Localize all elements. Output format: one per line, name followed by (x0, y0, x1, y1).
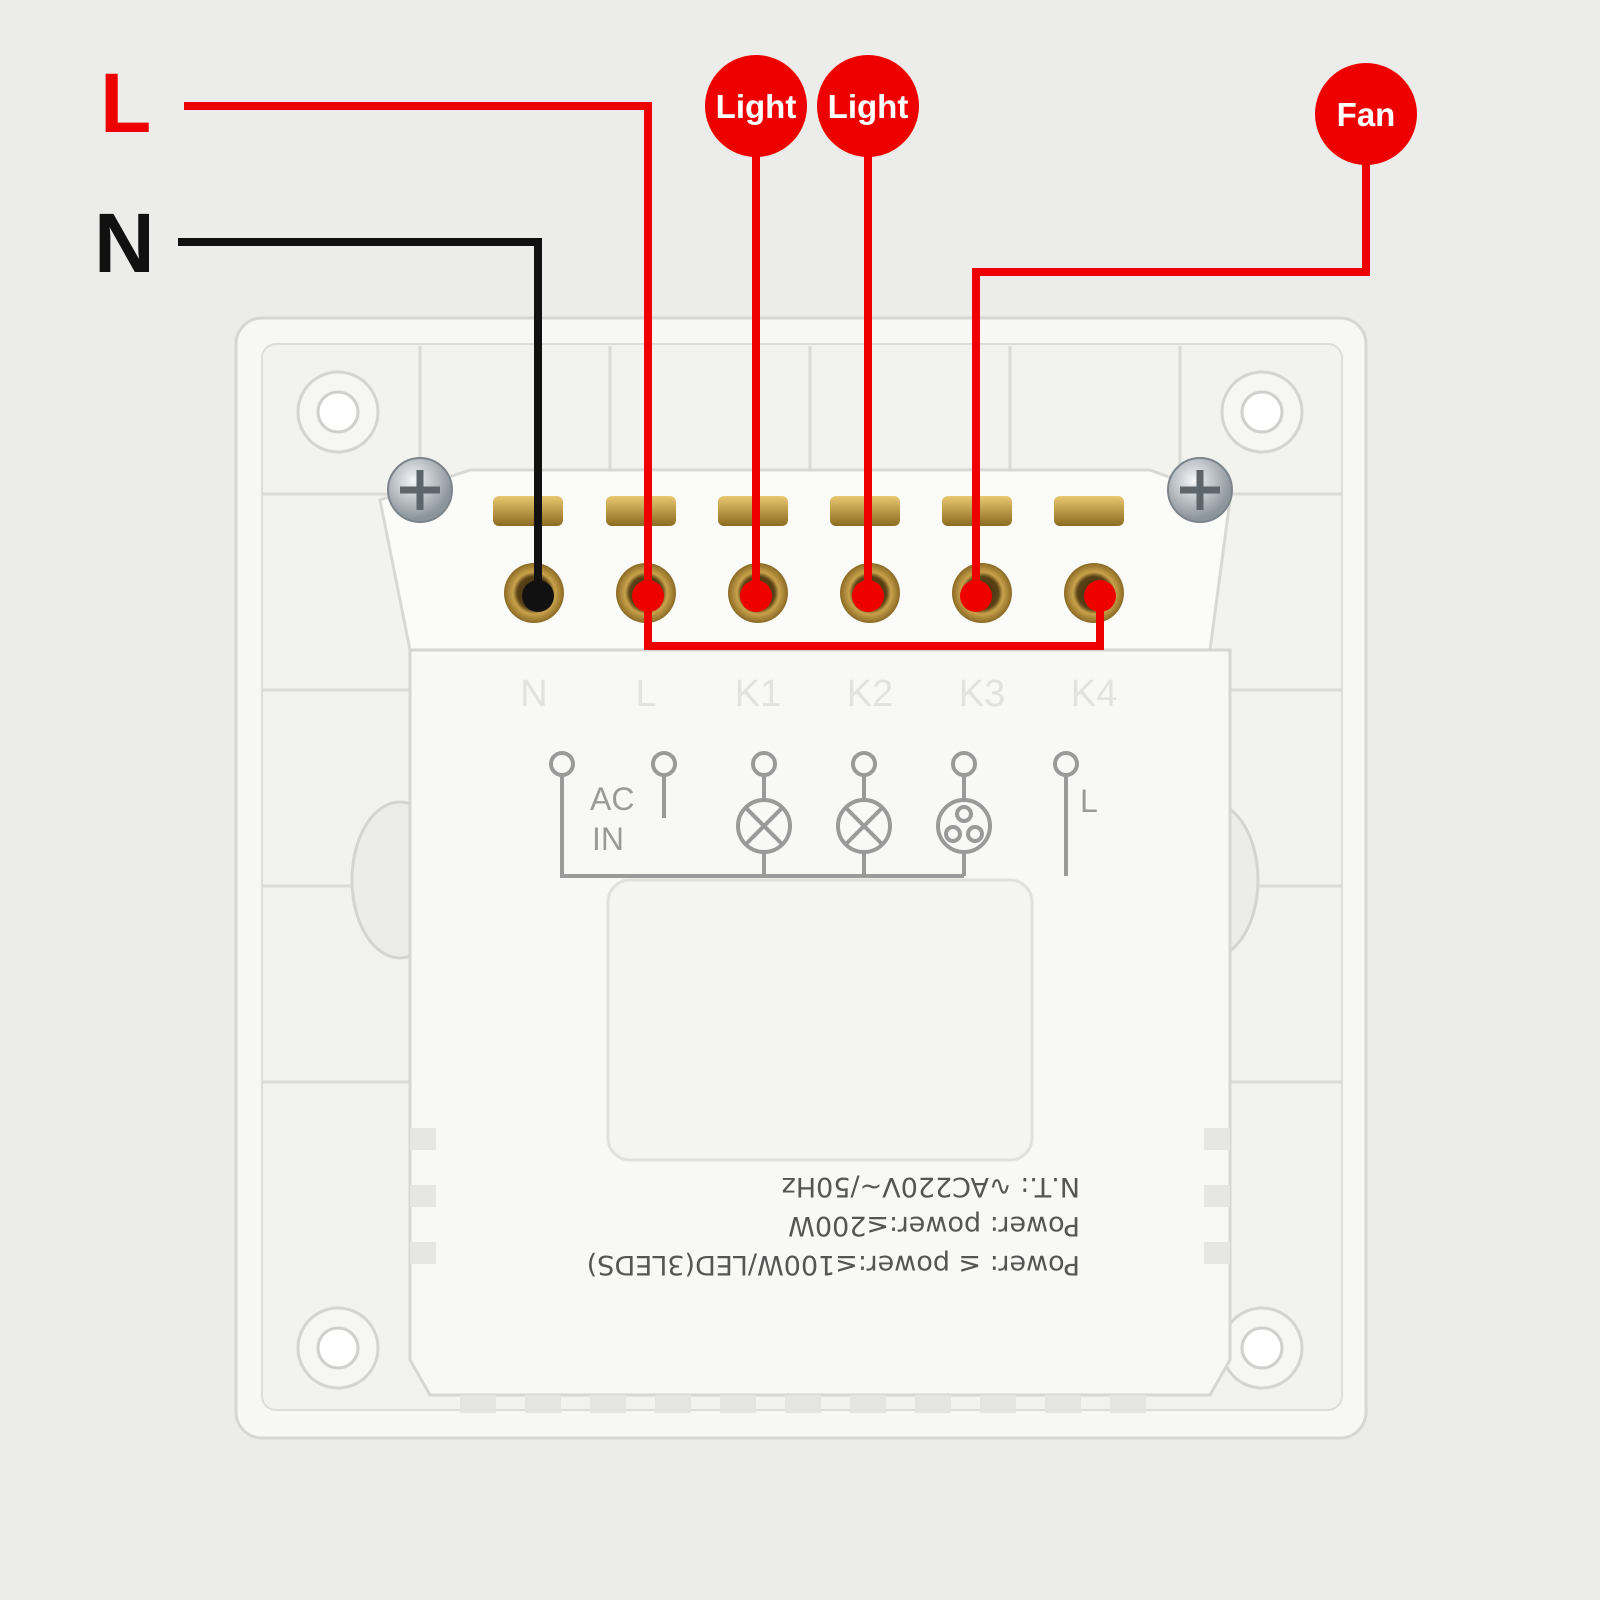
printed-schematic (549, 751, 1079, 878)
light-badge-2: Light (817, 55, 919, 157)
fan-wire (972, 160, 1370, 596)
fan-badge: Fan (1315, 63, 1417, 165)
fan-badge-label: Fan (1337, 96, 1396, 133)
neutral-wire (178, 238, 542, 596)
mounting-hole (1220, 1306, 1304, 1390)
label-recess (606, 878, 1034, 1162)
mounting-hole (296, 1306, 380, 1390)
rating-text: Power: ≤ power:≤100W/LED(3LEDS) Power: p… (587, 1171, 1080, 1280)
rating-line-2: Power: power:≤200W (788, 1210, 1080, 1241)
live-label: L (100, 56, 151, 150)
light-badge-2-label: Light (828, 88, 909, 125)
neutral-label: N (94, 196, 155, 290)
wiring-overlay (178, 102, 1370, 650)
schematic-label-in: IN (592, 821, 624, 857)
fan-symbol-icon (936, 798, 992, 854)
terminal-label-k3: K3 (959, 673, 1005, 715)
terminal-block (378, 468, 1232, 652)
terminal-label-k4: K4 (1071, 673, 1117, 715)
schematic-label-ac: AC (590, 781, 634, 817)
terminal-label-k1: K1 (735, 673, 781, 715)
terminal-label-k2: K2 (847, 673, 893, 715)
schematic-label-k4-l: L (1080, 783, 1098, 819)
module-body (408, 648, 1232, 1413)
light-badge-1: Light (705, 55, 807, 157)
rating-line-1: Power: ≤ power:≤100W/LED(3LEDS) (587, 1249, 1080, 1280)
lamp-symbol-icon (736, 798, 792, 854)
live-wire (184, 102, 1104, 650)
screw-icon (1167, 457, 1233, 523)
terminal-label-l: L (635, 673, 656, 715)
mounting-hole (1220, 370, 1304, 454)
screw-icon (387, 457, 453, 523)
lamp-symbol-icon (836, 798, 892, 854)
rating-line-3: N.T.: ∿AC220V~/50Hz (782, 1171, 1080, 1202)
wire-endpoints (522, 580, 1116, 612)
mounting-hole (296, 370, 380, 454)
terminal-label-n: N (520, 673, 547, 715)
light-badge-1-label: Light (716, 88, 797, 125)
